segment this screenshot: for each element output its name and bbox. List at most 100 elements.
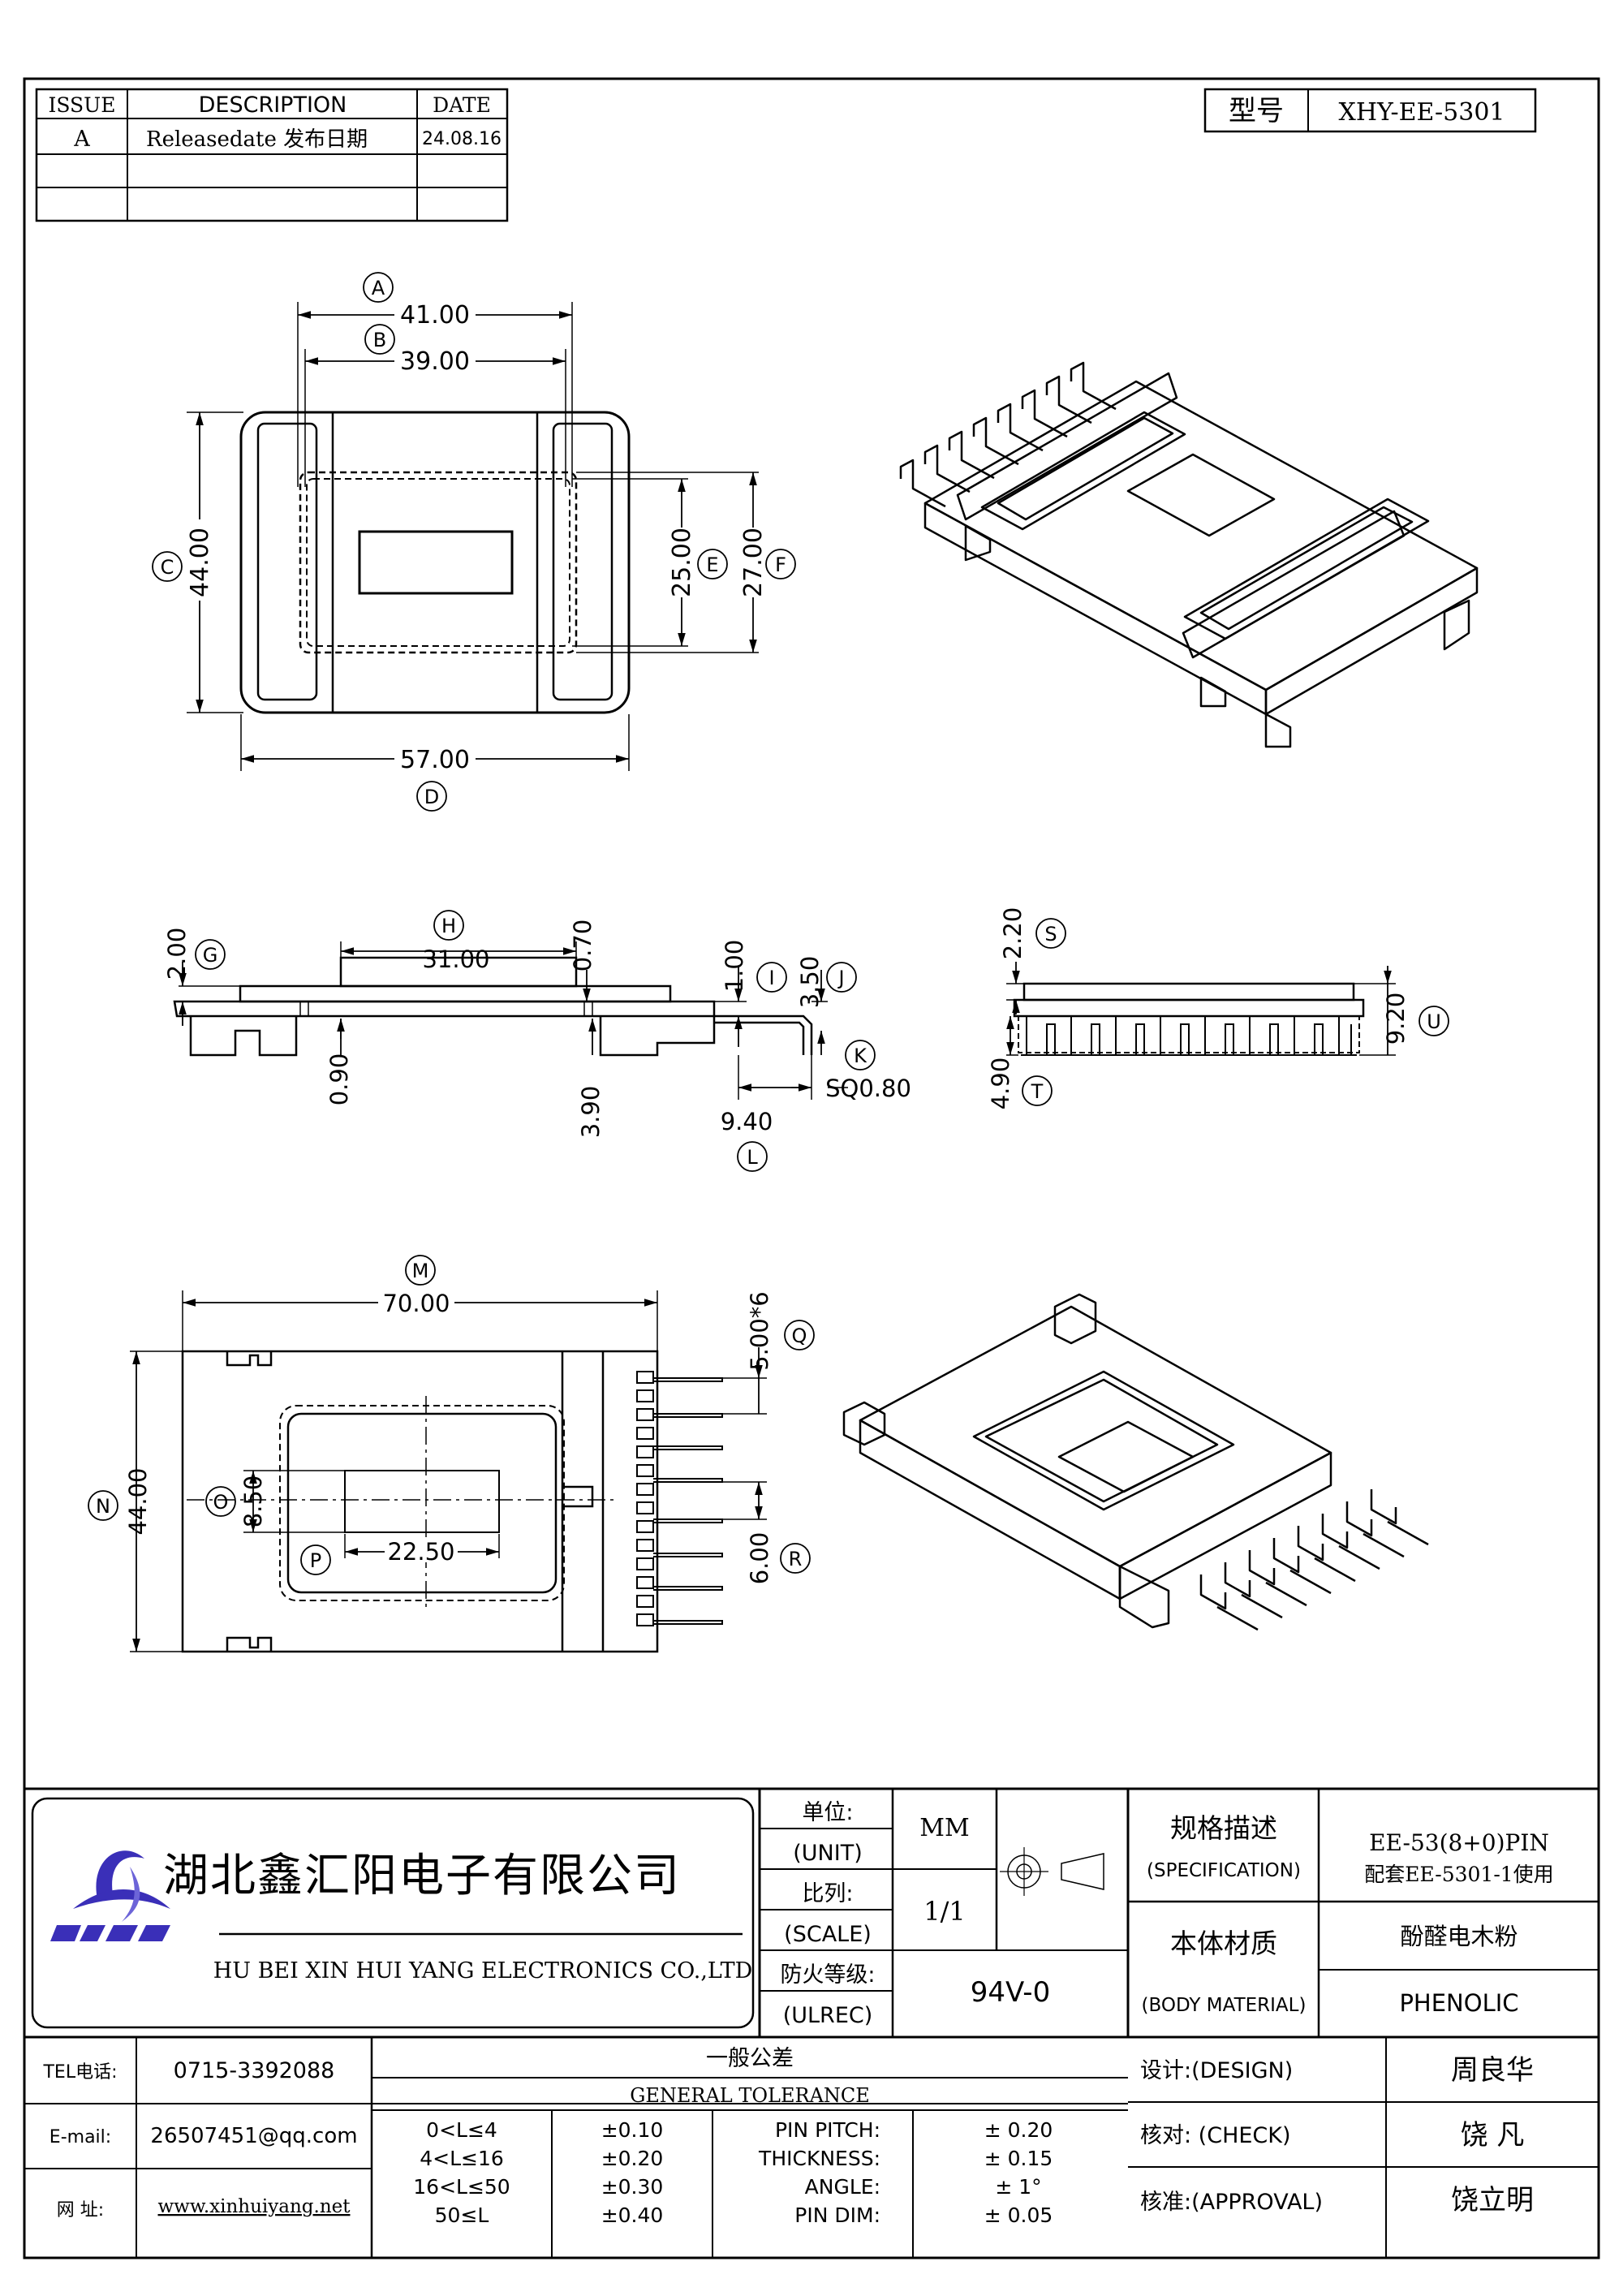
tel-value: 0715-3392088 — [174, 2058, 335, 2083]
svg-text:K: K — [854, 1045, 867, 1067]
tol-range-2: 16<L≤50 — [413, 2175, 510, 2199]
rev-header-date: DATE — [433, 93, 491, 117]
dim-I-value: 1.00 — [721, 940, 748, 993]
tolerance-title-cn: 一般公差 — [706, 2046, 794, 2071]
rev-header-issue: ISSUE — [48, 93, 115, 117]
side-view-labels: 2.20 4.90 9.20 — [987, 907, 1410, 1110]
email-label: E-mail: — [50, 2127, 111, 2147]
dim-A-value: 41.00 — [400, 301, 470, 330]
front-view-letters — [195, 910, 876, 1172]
ulrec-value: 94V-0 — [971, 1976, 1050, 2009]
dim-R-value: 6.00 — [746, 1532, 773, 1585]
top-view-letters — [152, 272, 796, 812]
tolerance-title-en: GENERAL TOLERANCE — [630, 2084, 870, 2107]
unit-value: MM — [919, 1814, 969, 1842]
front-view — [173, 941, 848, 1100]
tol-other-value-3: ± 0.05 — [984, 2203, 1053, 2227]
svg-text:J: J — [837, 967, 844, 989]
side-view-letters — [1022, 918, 1449, 1106]
dim-T-value: 4.90 — [987, 1058, 1014, 1110]
dim-U-value: 9.20 — [1382, 993, 1410, 1045]
material-label-cn: 本体材质 — [1170, 1928, 1277, 1959]
email-value: 26507451@qq.com — [150, 2124, 357, 2148]
spec-label-en: (SPECIFICATION) — [1147, 1860, 1301, 1881]
model-value: XHY-EE-5301 — [1338, 98, 1505, 127]
design-label: 设计:(DESIGN) — [1140, 2058, 1293, 2083]
dim-N-value: 44.00 — [124, 1467, 152, 1535]
tol-value-2: ±0.30 — [601, 2175, 664, 2199]
dim-C-value: 44.00 — [186, 528, 214, 597]
tol-value-0: ±0.10 — [601, 2118, 664, 2142]
dim-S-value: 2.20 — [999, 907, 1027, 960]
scale-value: 1/1 — [923, 1896, 966, 1927]
tol-value-3: ±0.40 — [601, 2203, 664, 2227]
tol-range-3: 50≤L — [435, 2203, 489, 2227]
rev-date: 24.08.16 — [422, 129, 502, 149]
company-name-en: HU BEI XIN HUI YANG ELECTRONICS CO.,LTD — [213, 1958, 753, 1984]
bottom-strip — [24, 2037, 1599, 2258]
dim-M-value: 70.00 — [382, 1290, 450, 1317]
svg-text:C: C — [161, 556, 174, 579]
svg-text:G: G — [203, 944, 218, 967]
spec-label-cn: 规格描述 — [1170, 1812, 1277, 1844]
dim-H-value: 31.00 — [422, 946, 489, 973]
svg-text:R: R — [789, 1548, 803, 1570]
unit-label-cn: 单位: — [802, 1800, 853, 1825]
dim-K-value: SQ0.80 — [825, 1075, 911, 1102]
title-block-text: 湖北鑫汇阳电子有限公司 HU BEI XIN HUI YANG ELECTRON… — [163, 1800, 1554, 2028]
spec-value-line2: 配套EE-5301-1使用 — [1364, 1863, 1553, 1886]
sheet-border — [23, 77, 1600, 2259]
tol-other-name-3: PIN DIM: — [794, 2203, 880, 2227]
dim-090-value: 0.90 — [325, 1053, 353, 1106]
bottom-view-labels: 70.00 44.00 8.50 22.50 5.00*6 6.00 — [124, 1289, 773, 1584]
top-view — [187, 302, 759, 771]
dim-D-value: 57.00 — [400, 746, 470, 774]
svg-text:O: O — [213, 1491, 229, 1514]
svg-text:N: N — [96, 1495, 110, 1518]
dim-390-value: 3.90 — [577, 1086, 605, 1139]
revision-table: ISSUE DESCRIPTION DATE A Releasedate 发布日… — [35, 88, 509, 222]
dim-B-value: 39.00 — [400, 347, 470, 376]
top-view-labels: 41.00 39.00 44.00 57.00 25.00 27.00 — [186, 300, 768, 774]
web-link[interactable]: www.xinhuiyang.net — [158, 2196, 351, 2217]
iso-view-bottom — [842, 1293, 1429, 1631]
material-value-en: PHENOLIC — [1399, 1989, 1518, 2017]
check-label: 核对: (CHECK) — [1140, 2123, 1291, 2148]
svg-text:B: B — [373, 329, 386, 351]
svg-text:T: T — [1031, 1080, 1044, 1103]
tol-other-name-0: PIN PITCH: — [775, 2118, 880, 2142]
bottom-view — [130, 1290, 767, 1653]
svg-text:L: L — [747, 1146, 758, 1169]
rev-description: Releasedate 发布日期 — [146, 127, 368, 152]
ulrec-label-cn: 防火等级: — [780, 1962, 875, 1988]
iso-view-top — [899, 361, 1479, 748]
tol-value-1: ±0.20 — [601, 2147, 664, 2170]
unit-label-en: (UNIT) — [793, 1841, 862, 1866]
ulrec-label-en: (ULREC) — [783, 2003, 873, 2028]
web-label: 网 址: — [57, 2200, 104, 2221]
check-name: 饶 凡 — [1461, 2119, 1525, 2152]
rev-header-description: DESCRIPTION — [199, 93, 347, 118]
side-view-letter-text: STU — [1031, 923, 1441, 1103]
approval-label: 核准:(APPROVAL) — [1140, 2190, 1323, 2215]
dim-J-value: 3.50 — [796, 956, 824, 1009]
svg-text:U: U — [1427, 1010, 1441, 1033]
scale-label-cn: 比列: — [802, 1881, 853, 1906]
design-name: 周良华 — [1451, 2054, 1534, 2087]
tel-label: TEL电话: — [42, 2062, 117, 2083]
dim-Q-value: 5.00*6 — [746, 1291, 773, 1371]
svg-text:I: I — [768, 967, 774, 989]
model-label: 型号 — [1229, 95, 1284, 127]
svg-text:P: P — [310, 1549, 321, 1572]
tol-other-name-2: ANGLE: — [805, 2175, 880, 2199]
model-box: 型号 XHY-EE-5301 — [1203, 88, 1537, 133]
tol-other-value-0: ± 0.20 — [984, 2118, 1053, 2142]
dim-E-value: 25.00 — [668, 528, 696, 597]
approval-name: 饶立明 — [1451, 2184, 1534, 2216]
dim-F-value: 27.00 — [739, 528, 768, 597]
svg-text:E: E — [706, 554, 718, 576]
